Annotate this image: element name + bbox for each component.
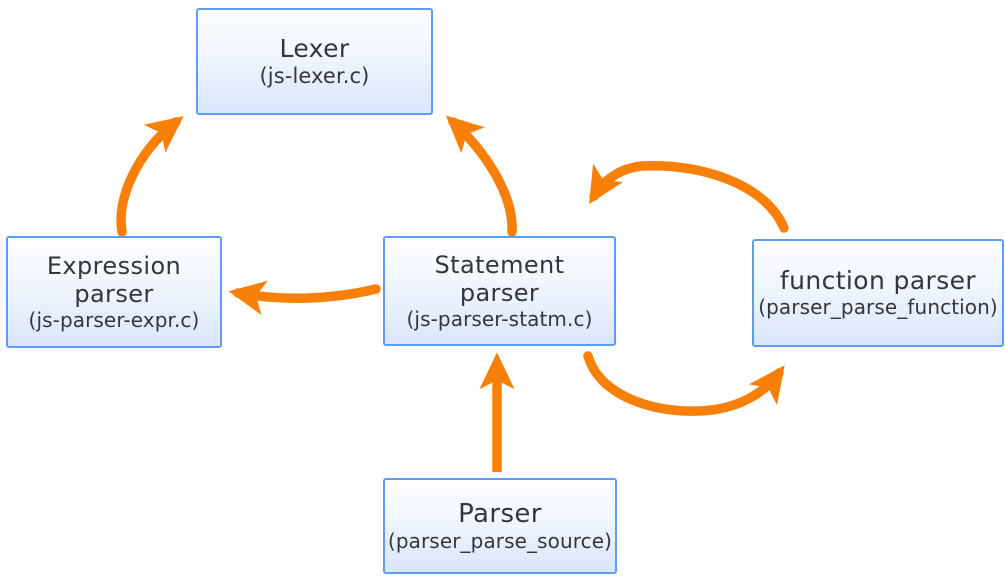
node-function-parser-subtitle: (parser_parse_function) — [758, 294, 998, 319]
node-statement-parser-subtitle: (js-parser-statm.c) — [406, 306, 593, 331]
node-expression-parser[interactable]: Expression parser (js-parser-expr.c) — [6, 236, 222, 348]
arrow-statement-parser-to-function-parser — [583, 351, 785, 416]
arrow-statement-parser-to-expression-parser — [228, 280, 381, 316]
arrow-expression-parser-to-lexer — [116, 116, 184, 237]
node-lexer-subtitle: (js-lexer.c) — [259, 63, 370, 88]
node-parser[interactable]: Parser (parser_parse_source) — [383, 478, 617, 574]
node-lexer[interactable]: Lexer (js-lexer.c) — [196, 8, 433, 115]
node-statement-parser-title: Statement — [434, 250, 565, 279]
arrow-statement-parser-to-lexer — [445, 115, 517, 237]
arrow-function-parser-to-statement-parser — [589, 160, 789, 233]
node-parser-title: Parser — [458, 498, 542, 529]
node-statement-parser[interactable]: Statement parser (js-parser-statm.c) — [383, 236, 616, 346]
node-expression-parser-subtitle: (js-parser-expr.c) — [28, 307, 200, 332]
node-expression-parser-title-line2: parser — [74, 280, 154, 309]
node-function-parser-title: function parser — [779, 266, 977, 296]
node-function-parser[interactable]: function parser (parser_parse_function) — [752, 239, 1004, 347]
node-expression-parser-title: Expression — [46, 251, 182, 280]
node-statement-parser-title-line2: parser — [459, 279, 540, 308]
node-parser-subtitle: (parser_parse_source) — [387, 528, 613, 553]
node-lexer-title: Lexer — [279, 34, 350, 64]
